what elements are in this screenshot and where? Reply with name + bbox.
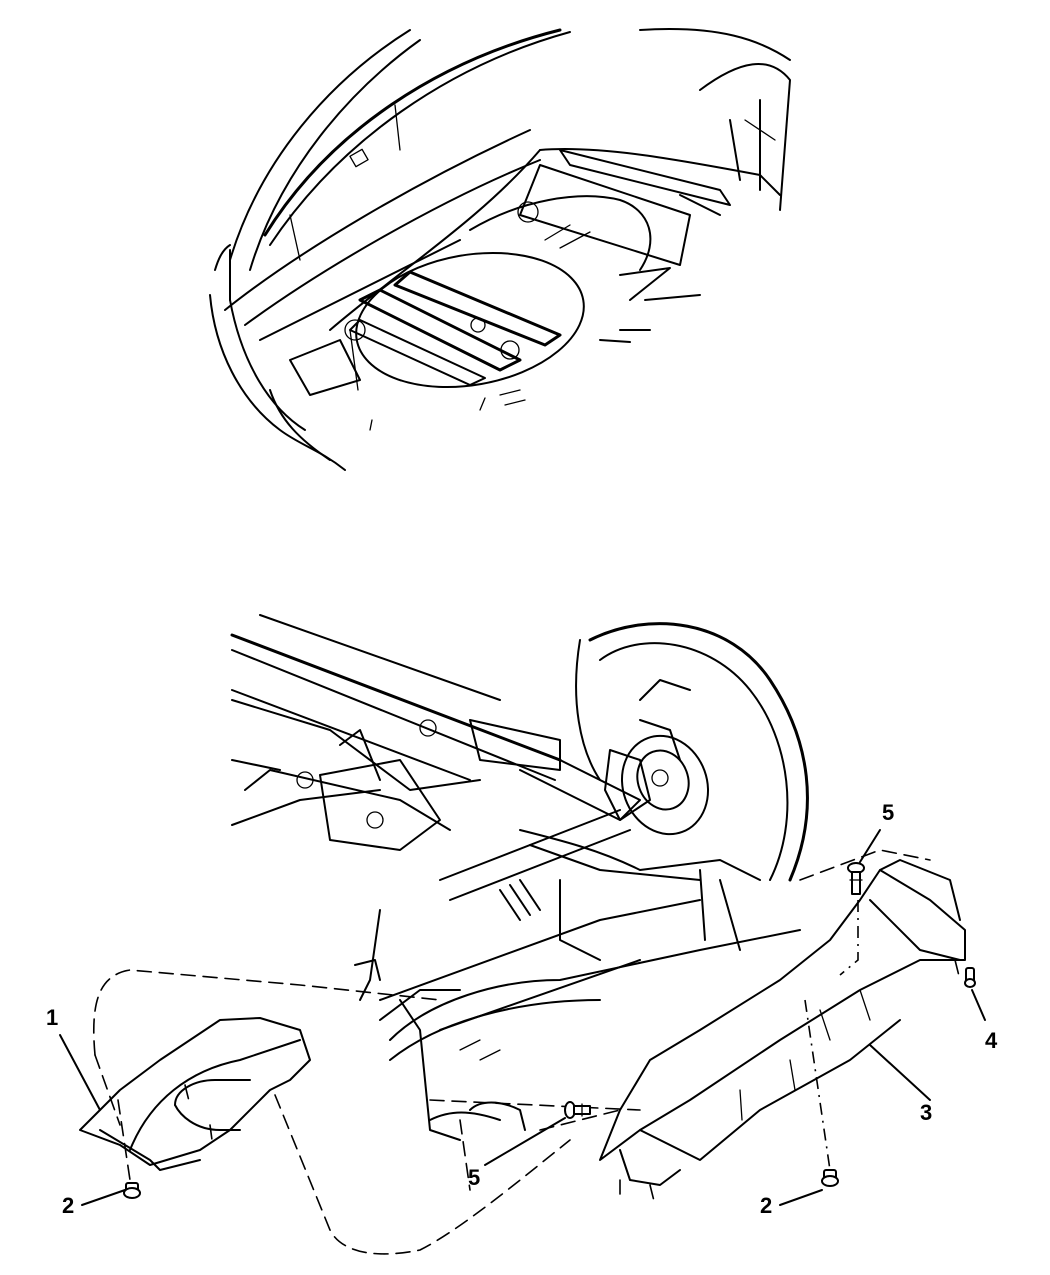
- callout-3: 3: [920, 1100, 933, 1125]
- callout-2-left: 2: [62, 1193, 75, 1218]
- callout-5-lower: 5: [468, 1165, 481, 1190]
- screw-icon: [821, 1169, 839, 1187]
- callout-4: 4: [985, 1028, 998, 1053]
- callout-2-right: 2: [760, 1193, 773, 1218]
- screw-icon: [123, 1182, 141, 1199]
- callout-5-upper: 5: [882, 800, 895, 825]
- screw-icon: [964, 967, 976, 988]
- push-pin-icon: [847, 862, 865, 895]
- callout-1: 1: [46, 1005, 59, 1030]
- push-pin-icon: [564, 1101, 591, 1119]
